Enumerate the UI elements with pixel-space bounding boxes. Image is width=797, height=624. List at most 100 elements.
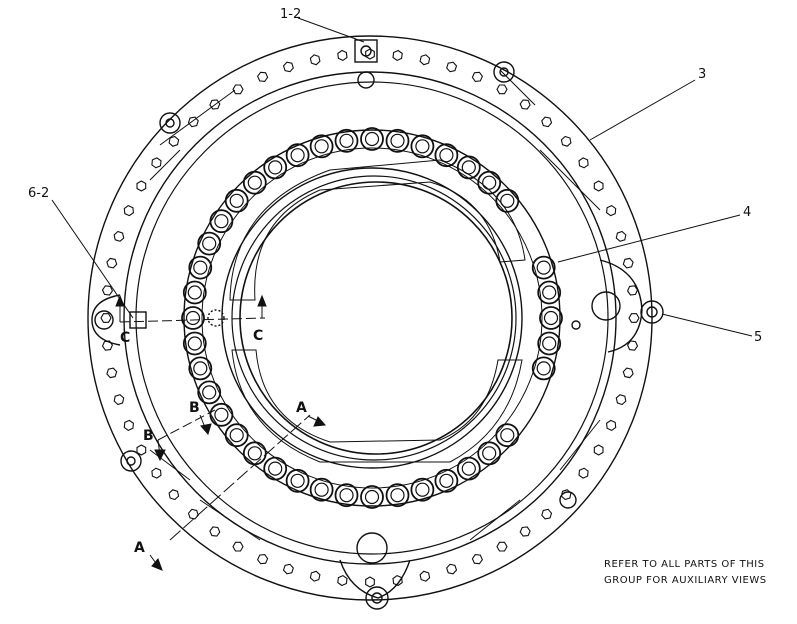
outer-flange-edge: [87, 35, 653, 601]
clutch-bolt: [224, 423, 249, 448]
flange-hole: [626, 285, 639, 296]
flange-hole: [626, 340, 639, 351]
section-a-lower-label: A: [134, 540, 145, 556]
flange-hole: [187, 508, 199, 520]
flange-hole: [309, 54, 321, 66]
flange-bolt-holes: [100, 48, 640, 588]
clutch-bolt: [495, 423, 520, 448]
flange-hole: [136, 180, 147, 192]
section-a-upper-arrow: [313, 416, 327, 427]
flange-hole: [446, 563, 458, 575]
clutch-bolt: [263, 456, 288, 481]
section-c-left-arrow: [115, 294, 125, 307]
section-b-upper-label: B: [189, 400, 200, 416]
flange-inner-edge: [123, 71, 617, 565]
retainer-contour-lower: [231, 349, 523, 463]
housing-ring: [135, 81, 609, 555]
clutch-bolt: [181, 306, 205, 330]
flange-hole: [519, 99, 531, 110]
clutch-bolt: [539, 306, 563, 330]
small-hole-right: [571, 320, 581, 330]
hidden-port-circle: [207, 309, 225, 327]
callout-5: 5: [754, 330, 762, 345]
boss-bottom: [365, 586, 389, 610]
inner-bore: [239, 181, 513, 455]
flange-hole: [106, 367, 118, 379]
section-b-lower-label: B: [143, 428, 154, 444]
flange-hole: [187, 116, 199, 128]
flange-hole: [615, 394, 627, 406]
clutch-bolt: [334, 483, 359, 508]
clutch-bolt: [537, 280, 562, 305]
clutch-bolt: [242, 170, 267, 195]
leader-5: [661, 313, 753, 337]
flange-hole: [100, 313, 112, 323]
section-a-upper-label: A: [296, 400, 307, 416]
section-line-a: [169, 414, 311, 541]
callout-3: 3: [698, 67, 706, 82]
clutch-bolt: [456, 456, 481, 481]
flange-hole: [392, 49, 403, 62]
section-line-b: [157, 409, 216, 441]
fitting-top: [354, 39, 378, 63]
clutch-bolt: [385, 128, 410, 153]
flange-hole: [578, 467, 589, 479]
flange-hole: [419, 570, 431, 582]
housing-ribs: [149, 69, 601, 541]
boss-upper-left: [159, 112, 181, 134]
boss-upper-right: [493, 61, 515, 83]
boss-lower-left: [120, 450, 142, 472]
clutch-bolt: [360, 485, 384, 509]
section-c-right-label: C: [253, 328, 263, 344]
boss-right-hole: [646, 306, 658, 318]
clutch-bolt: [242, 441, 267, 466]
flange-hole: [541, 508, 553, 520]
boss-lower-right: [559, 491, 577, 509]
clutch-bolt: [182, 331, 207, 356]
fitting-left-boss: [94, 310, 114, 330]
flange-hole: [593, 180, 604, 192]
flange-hole: [309, 570, 321, 582]
boss-right: [640, 300, 664, 324]
clutch-bolt: [197, 380, 222, 405]
flange-hole: [615, 230, 627, 242]
large-hole-bottom: [356, 532, 388, 564]
clutch-bolt: [360, 127, 384, 151]
clutch-bolt: [285, 143, 310, 168]
clutch-bolt: [495, 188, 520, 213]
flange-hole: [209, 526, 221, 537]
flange-hole: [232, 541, 244, 552]
reference-note-line-2: GROUP FOR AUXILIARY VIEWS: [604, 575, 767, 586]
section-c-left-label: C: [120, 330, 130, 346]
flange-hole: [168, 489, 180, 501]
section-a-lower-arrow: [151, 558, 163, 571]
flange-hole: [282, 61, 294, 73]
flange-hole: [606, 419, 617, 432]
leader-4: [557, 214, 741, 263]
flange-hole: [593, 444, 604, 456]
inner-bore-outer: [221, 167, 523, 469]
boss-upper-left-hole: [165, 118, 175, 128]
flange-hole: [606, 204, 617, 217]
section-b-left-arrow: [154, 449, 166, 462]
leader-3: [589, 79, 696, 141]
callout-4: 4: [743, 205, 751, 220]
section-line-c: [119, 317, 266, 323]
flange-hole: [560, 135, 572, 147]
clutch-bolt: [334, 128, 359, 153]
clutch-bolt: [188, 356, 213, 381]
clutch-bolt: [188, 255, 213, 280]
section-b-right-arrow: [200, 423, 212, 436]
flange-hole: [337, 574, 348, 587]
flange-hole: [419, 54, 431, 66]
flange-hole: [123, 419, 134, 432]
clutch-bolt: [531, 255, 556, 280]
clutch-bolt: [410, 134, 435, 159]
flange-hole: [101, 285, 114, 296]
flange-hole: [136, 444, 147, 456]
clutch-bolt: [537, 331, 562, 356]
clutch-bolt: [224, 188, 249, 213]
clutch-bolt: [209, 209, 234, 234]
